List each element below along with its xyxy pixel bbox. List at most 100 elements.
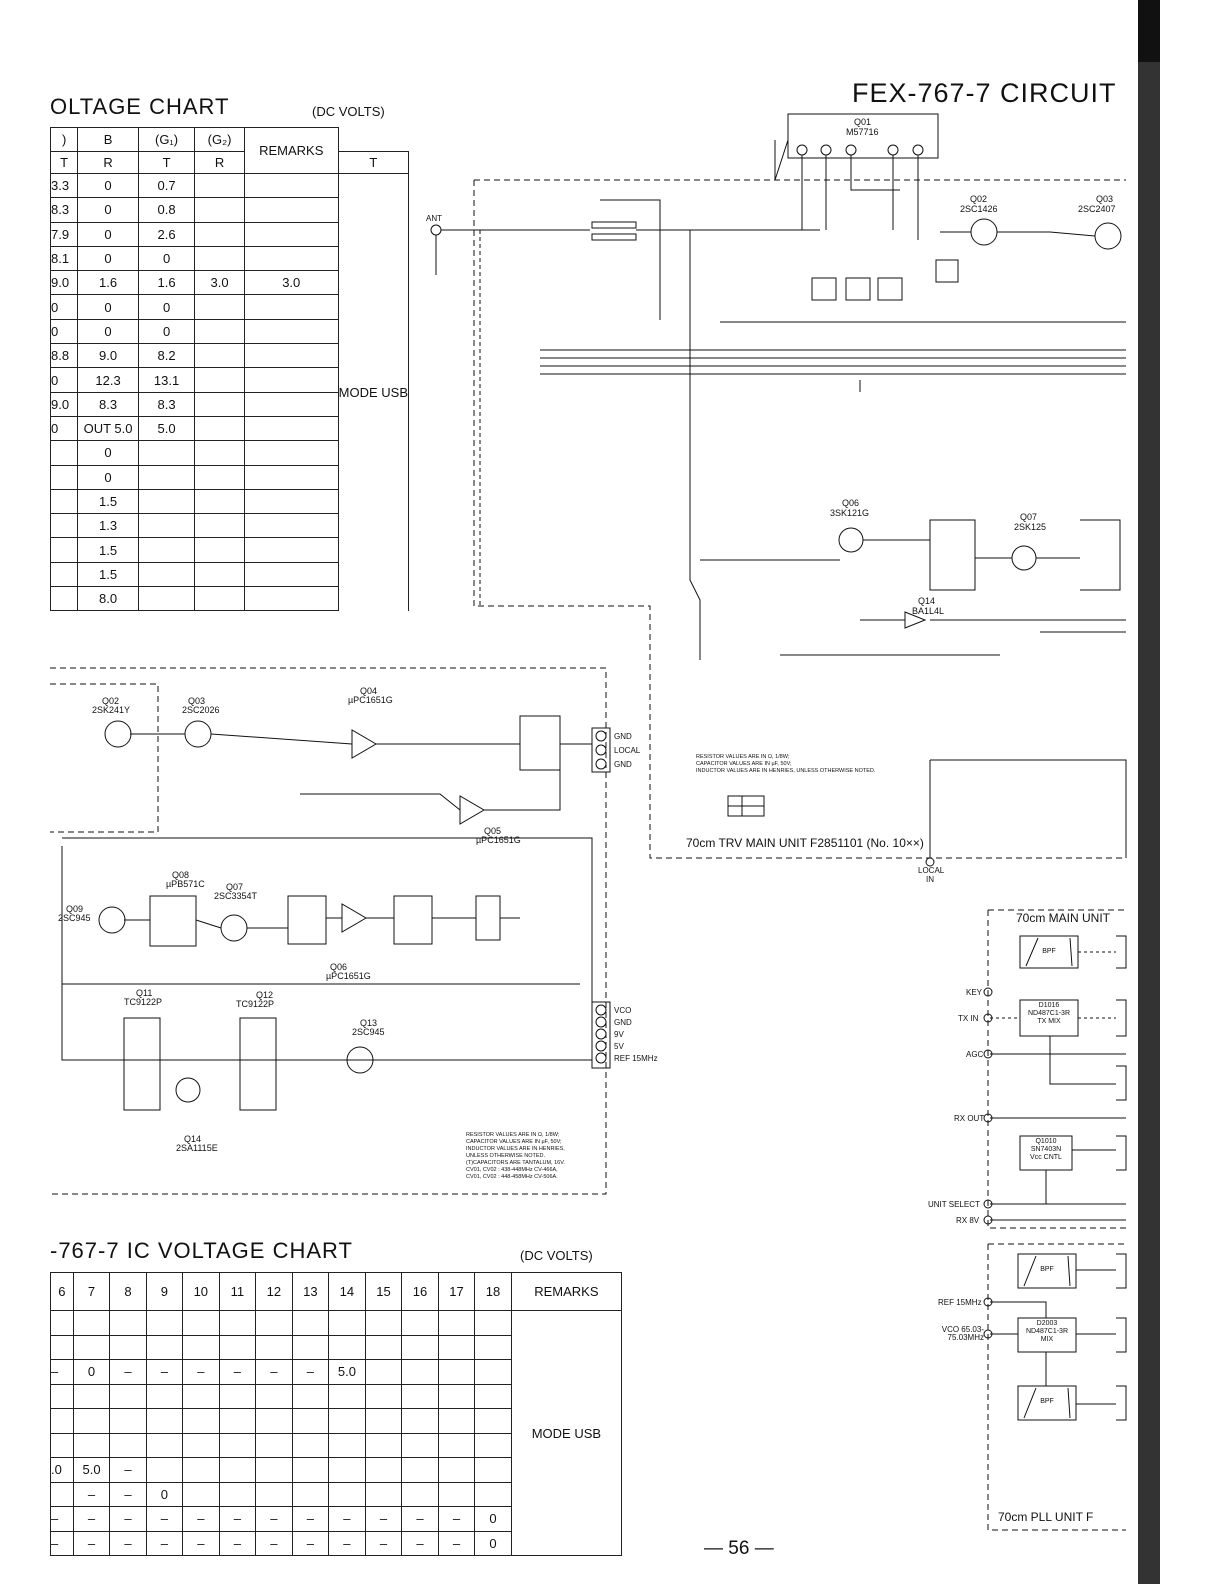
input-key: KEY	[966, 988, 983, 997]
pll-note-0: RESISTOR VALUES ARE IN Ω, 1/8W;	[466, 1132, 560, 1138]
vt1-cell	[194, 294, 245, 320]
vt2-cell: –	[182, 1530, 220, 1556]
vt2-cell	[364, 1359, 403, 1385]
vt1-cell	[49, 537, 79, 563]
j02-pin-3: 5V	[614, 1042, 624, 1051]
vt2-cell	[401, 1383, 439, 1409]
pll-q14-part: 2SA1115E	[176, 1143, 218, 1153]
vt1-cell: 1.6	[77, 270, 139, 296]
scan-edge-strip	[1138, 0, 1160, 1584]
vt2-cell: –	[291, 1506, 330, 1532]
vt2-header-8: 14	[328, 1272, 366, 1311]
vt1-cell: 8.3	[49, 197, 79, 223]
pll-q03-label: Q03	[188, 696, 206, 706]
vt1-subheader-0: T	[49, 151, 79, 174]
voltage-chart-2-unit: (DC VOLTS)	[520, 1248, 593, 1263]
vt2-header-4: 10	[182, 1272, 220, 1311]
q06-label: Q06	[842, 498, 860, 508]
pll-q07-label: Q07	[226, 882, 244, 892]
pll-note-6: CV01, CV02 : 448-458MHz CV-506A.	[466, 1174, 558, 1180]
vt1-cell	[243, 440, 339, 466]
pll-q13-part: 2SC945	[352, 1027, 385, 1037]
vt2-header-12: 18	[474, 1272, 512, 1311]
pll-q14-label: Q14	[184, 1134, 202, 1144]
q07-part: 2SK125	[1014, 522, 1047, 532]
vt1-cell: 3.0	[243, 270, 339, 296]
j01-pin-2: GND	[614, 760, 632, 769]
vt1-cell	[194, 488, 245, 515]
d1016-part: ND487C1-3R	[1027, 1010, 1071, 1017]
vt1-row: 1.5	[49, 488, 409, 515]
vt1-cell	[49, 513, 79, 539]
pll-q05-label: Q05	[484, 826, 502, 836]
vt1-cell	[137, 464, 196, 490]
vt1-cell	[137, 561, 196, 588]
vt1-cell: 0	[137, 245, 196, 272]
pll-note-4: (T)CAPACITORS ARE TANTALUM, 16V.	[466, 1160, 565, 1166]
vt2-cell	[364, 1457, 403, 1483]
q1010-label: Q1010 SN7403N Vcc CNTL	[1020, 1138, 1072, 1162]
vt2-header-1: 7	[72, 1272, 111, 1311]
vt2-cell	[291, 1432, 330, 1458]
vt2-cell	[145, 1334, 184, 1360]
q1010-part: SN7403N	[1030, 1146, 1062, 1153]
d2003-label: D2003 ND487C1-3R MIX	[1018, 1320, 1076, 1344]
pll-q03-part: 2SC2026	[182, 705, 220, 715]
vt1-cell: 0	[49, 294, 79, 320]
vt2-cell	[255, 1432, 293, 1458]
q07-label: Q07	[1020, 512, 1038, 522]
vt1-row: 0	[49, 464, 409, 490]
vt1-cell: 0	[137, 294, 196, 320]
q14-main-part: BA1L4L	[912, 606, 945, 616]
vt1-cell	[49, 586, 79, 612]
vt1-cell	[243, 367, 339, 393]
vt2-cell	[255, 1383, 293, 1409]
q06-part: 3SK121G	[830, 508, 870, 518]
pll-note-1: CAPACITOR VALUES ARE IN µF, 50V;	[466, 1139, 562, 1145]
vt2-header-9: 15	[364, 1272, 403, 1311]
vt2-cell	[328, 1310, 366, 1336]
vt2-header-6: 12	[255, 1272, 293, 1311]
j01-pin-0: GND	[614, 732, 632, 741]
pll-q13-label: Q13	[360, 1018, 378, 1028]
vt1-cell	[243, 391, 339, 417]
vt1-cell: 8.8	[49, 343, 79, 369]
vt2-cell: –	[182, 1359, 220, 1385]
vt1-cell	[243, 415, 339, 442]
vt1-cell	[49, 440, 79, 466]
vt1-cell: 0	[77, 318, 139, 345]
vt2-cell: 5.0	[72, 1457, 111, 1483]
vt2-cell	[182, 1457, 220, 1483]
block-pll-unit-title: 70cm PLL UNIT F	[998, 1510, 1094, 1524]
vt1-cell: 0	[77, 464, 139, 490]
pll-q11-label: Q11	[136, 988, 153, 998]
vt1-cell: 0	[77, 294, 139, 320]
q01-module	[787, 113, 939, 159]
voltage-chart-2-title: -767-7 IC VOLTAGE CHART	[50, 1238, 353, 1263]
vt1-cell	[137, 513, 196, 539]
vt2-cell	[109, 1408, 147, 1434]
vt2-cell: –	[437, 1530, 476, 1556]
vt1-cell	[243, 586, 339, 612]
vt1-cell: 0.7	[137, 172, 196, 199]
vt1-cell: 1.5	[77, 561, 139, 588]
pll-q07-part: 2SC3354T	[214, 891, 258, 901]
antenna-label: ANT	[426, 214, 442, 223]
vt1-cell: 9.0	[77, 343, 139, 369]
vt1-cell	[49, 488, 79, 515]
pll-q11-part: TC9122P	[124, 997, 163, 1007]
vt2-cell: –	[255, 1359, 293, 1385]
d1016-label: D1016 ND487C1-3R TX MIX	[1020, 1002, 1078, 1026]
q01-label: Q01	[854, 117, 872, 127]
vt2-cell	[145, 1457, 184, 1483]
vt1-row: 0	[49, 440, 409, 466]
q11-ic	[123, 1017, 161, 1111]
vt2-row: ––––––––––––0	[50, 1530, 622, 1556]
vt1-cell: 0	[137, 318, 196, 345]
vt2-cell: –	[328, 1506, 366, 1532]
